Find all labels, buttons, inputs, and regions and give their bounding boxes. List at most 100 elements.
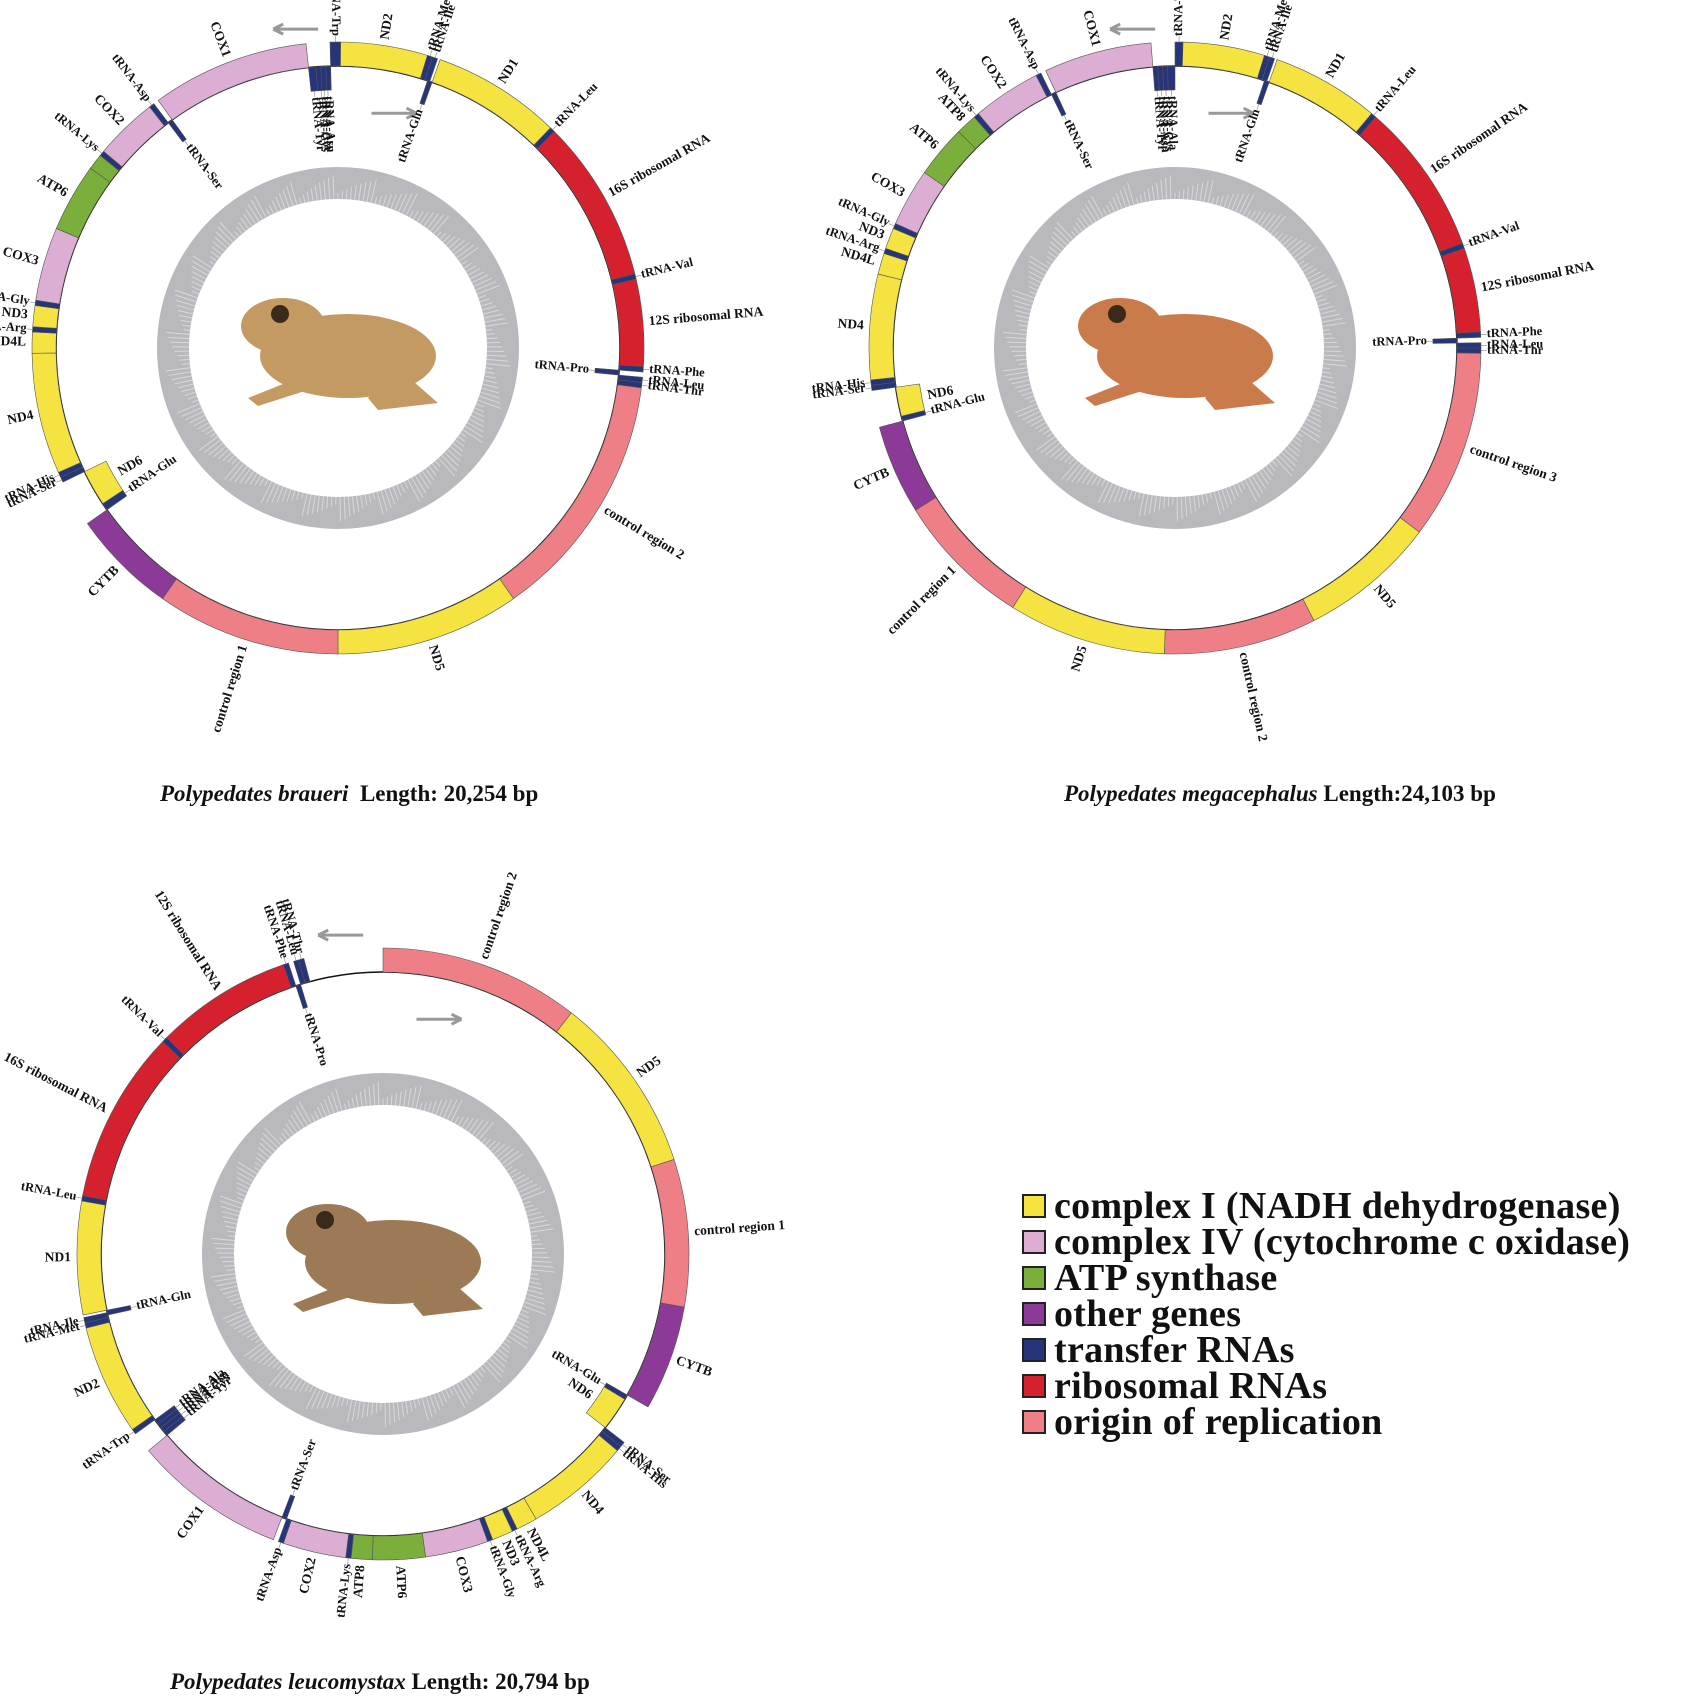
gc-tick [1209, 492, 1213, 500]
gc-tick [484, 317, 506, 323]
feature-cytb: CYTB [851, 420, 937, 511]
gc-tick [1322, 371, 1332, 374]
label-leader [178, 1407, 184, 1412]
feature-trna-trp: tRNA-Trp [329, 0, 343, 67]
gc-tick [287, 1119, 298, 1133]
gc-tick [1275, 457, 1293, 477]
gc-tick [211, 246, 223, 256]
gc-tick [359, 1091, 363, 1107]
gc-tick [386, 194, 392, 208]
label-leader [314, 91, 316, 98]
gc-tick [1029, 255, 1050, 269]
species-name: Polypedates megacephalus [1064, 781, 1318, 806]
gc-tick [286, 185, 294, 207]
label-leader [175, 1403, 181, 1408]
gc-tick [1300, 262, 1309, 269]
gc-tick [1314, 399, 1339, 410]
gc-tick [213, 1277, 236, 1282]
feature-arc [1456, 342, 1482, 349]
gc-tick [1309, 410, 1322, 418]
gc-tick [1255, 472, 1267, 489]
feature-nd2: ND2 [1182, 12, 1265, 79]
gc-tick [317, 1106, 323, 1119]
feature-arc [1164, 598, 1315, 655]
gc-tick [1225, 487, 1233, 505]
gc-tick [294, 1378, 303, 1391]
gc-tick [1049, 241, 1062, 252]
gc-tick [264, 479, 269, 486]
feature-control-region-3: control region 3 [1399, 352, 1559, 533]
gc-tick [203, 439, 221, 454]
gc-tick [481, 387, 500, 394]
gc-tick [384, 489, 392, 508]
gc-tick [1267, 214, 1281, 232]
gc-tick [259, 1142, 273, 1155]
gc-tick [456, 1383, 469, 1404]
feature-trna-val: tRNA-Val [119, 992, 185, 1059]
gc-tick [392, 486, 399, 501]
feature-label: COX3 [453, 1555, 477, 1595]
feature-nd2: ND2 [340, 12, 428, 79]
gc-tick [428, 465, 437, 476]
gc-tick [1260, 212, 1271, 227]
gc-tick [1229, 486, 1236, 501]
gc-tick [1295, 247, 1316, 262]
gc-tick [1253, 211, 1261, 222]
gc-tick [418, 472, 430, 489]
gc-tick [214, 236, 228, 249]
feature-label: tRNA-Thr [647, 378, 705, 399]
gc-tick [1199, 182, 1204, 202]
gc-tick [1283, 448, 1298, 462]
gc-tick [486, 354, 507, 357]
feature-label: tRNA-Trp [1171, 0, 1186, 36]
gc-tick [1135, 197, 1139, 204]
gc-tick [347, 496, 351, 517]
gc-tick [181, 363, 190, 365]
feature-label: CYTB [85, 562, 122, 599]
feature-label: ATP8 [350, 1564, 367, 1598]
gc-tick [1301, 425, 1321, 438]
feature-label: tRNA-Asp [252, 1545, 284, 1603]
feature-arc [106, 1305, 132, 1316]
gc-tick [177, 403, 201, 414]
gc-tick [482, 309, 500, 315]
gc-tick [441, 454, 458, 472]
feature-label: tRNA-Val [119, 992, 167, 1040]
gc-tick [521, 1190, 546, 1201]
feature-label: ND4 [837, 316, 864, 333]
gc-tick [1286, 445, 1300, 457]
feature-arc [419, 80, 433, 106]
gc-tick [486, 1360, 503, 1378]
frog-front-leg [293, 1284, 353, 1312]
gc-tick [284, 1374, 296, 1390]
gc-tick [1102, 483, 1113, 504]
gc-tick [403, 1089, 407, 1107]
feature-arc [320, 65, 328, 91]
gc-tick [470, 414, 485, 423]
gc-tick [1005, 371, 1028, 376]
gc-tick [471, 1119, 484, 1135]
gc-tick [248, 1345, 266, 1360]
gc-tick [1195, 183, 1199, 201]
gc-tick [485, 322, 509, 327]
feature-label: tRNA-Gln [135, 1287, 192, 1312]
label-leader [622, 1444, 628, 1449]
feature-nd5: ND5 [1012, 586, 1166, 673]
legend-label: complex I (NADH dehydrogenase) [1054, 1185, 1621, 1227]
gc-tick [1318, 305, 1334, 311]
gc-tick [189, 414, 206, 424]
gc-tick [236, 226, 243, 235]
gc-tick [181, 387, 195, 393]
gc-tick [191, 265, 209, 276]
gc-tick [388, 487, 396, 505]
gc-tick [475, 403, 484, 408]
gc-tick [1160, 180, 1164, 200]
gc-tick [1002, 367, 1028, 372]
gc-tick [176, 304, 195, 311]
feature-trna-his: tRNA-His [598, 1431, 670, 1491]
gc-tick [1071, 465, 1085, 483]
gc-tick [1046, 256, 1055, 262]
legend-item-trna: transfer RNAs [1022, 1331, 1630, 1369]
feature-label: tRNA-Leu [551, 80, 600, 130]
